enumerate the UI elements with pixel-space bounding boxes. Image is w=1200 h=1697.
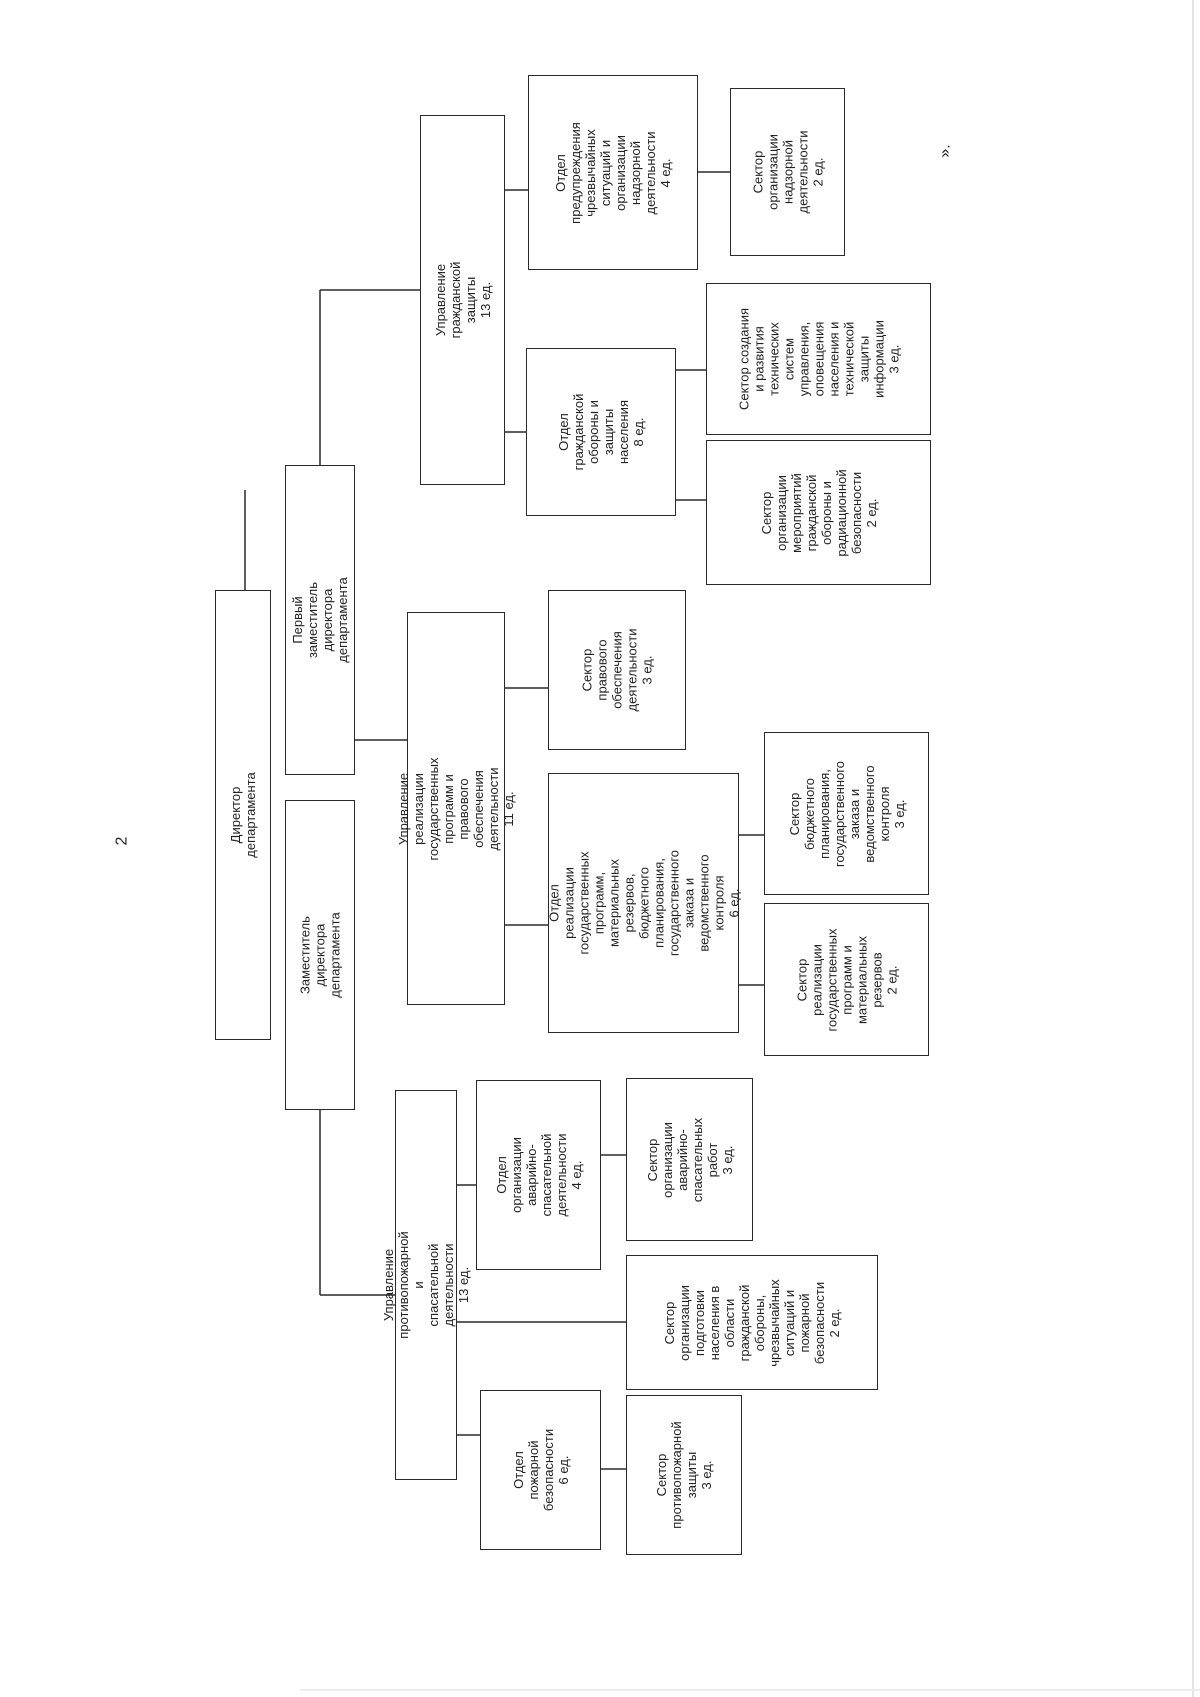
director-box: Директор департамента — [215, 590, 271, 1040]
first-deputy-label: Первый заместитель директора департамент… — [290, 577, 350, 663]
connector-dept-sectors — [739, 834, 764, 986]
civil-events-sector-label: Сектор организации мероприятий гражданск… — [758, 468, 879, 557]
supervision-sector-box: Сектор организации надзорной деятельност… — [730, 88, 845, 256]
scan-edge-right — [1192, 0, 1194, 1697]
civil-protection-label: Управление гражданской защиты 13 ед. — [432, 261, 493, 339]
tech-systems-sector-box: Сектор создания и развития технических с… — [706, 283, 931, 435]
fire-protection-sector-label: Сектор противопожарной защиты 3 ед. — [654, 1421, 714, 1529]
civil-protection-box: Управление гражданской защиты 13 ед. — [420, 115, 505, 485]
prevention-dept-label: Отдел предупреждения чрезвычайных ситуац… — [553, 121, 673, 224]
programs-admin-label: Управление реализации государственных пр… — [396, 757, 516, 860]
supervision-sector-label: Сектор организации надзорной деятельност… — [750, 130, 825, 214]
training-sector-label: Сектор организации подготовки населения … — [662, 1278, 842, 1367]
rescue-sector-label: Сектор организации аварийно- спасательны… — [644, 1117, 735, 1202]
reserves-sector-box: Сектор реализации государственных програ… — [764, 903, 929, 1056]
fire-rescue-admin-label: Управление противопожарной и спасательно… — [381, 1231, 471, 1339]
fire-safety-dept-box: Отдел пожарной безопасности 6 ед. — [480, 1390, 601, 1550]
budget-sector-label: Сектор бюджетного планирования, государс… — [786, 760, 907, 867]
end-mark: ». — [936, 144, 954, 158]
programs-admin-box: Управление реализации государственных пр… — [396, 612, 516, 1005]
prevention-dept-box: Отдел предупреждения чрезвычайных ситуац… — [528, 75, 698, 270]
tech-systems-sector-label: Сектор создания и развития технических с… — [736, 307, 901, 411]
fire-rescue-admin-box: Управление противопожарной и спасательно… — [381, 1090, 471, 1480]
legal-sector-label: Сектор правового обеспечения деятельност… — [579, 628, 655, 712]
connector-defense — [676, 369, 706, 501]
deputy-label: Заместитель директора департамента — [297, 912, 343, 998]
civil-defense-dept-box: Отдел гражданской обороны и защиты насел… — [526, 348, 676, 516]
civil-events-sector-box: Сектор организации мероприятий гражданск… — [706, 440, 931, 585]
budget-sector-box: Сектор бюджетного планирования, государс… — [764, 732, 929, 895]
civil-defense-dept-label: Отдел гражданской обороны и защиты насел… — [556, 393, 646, 471]
first-deputy-box: Первый заместитель директора департамент… — [285, 465, 355, 775]
reserves-sector-label: Сектор реализации государственных програ… — [794, 928, 899, 1031]
legal-sector-box: Сектор правового обеспечения деятельност… — [548, 590, 686, 750]
training-sector-box: Сектор организации подготовки населения … — [626, 1255, 878, 1390]
scan-edge-bottom — [300, 1689, 1200, 1691]
page-number: 2 — [113, 836, 131, 846]
programs-dept-label: Отдел реализации государственных програм… — [546, 849, 741, 957]
director-label: Директор департамента — [228, 772, 258, 858]
fire-protection-sector-box: Сектор противопожарной защиты 3 ед. — [626, 1395, 742, 1555]
fire-safety-dept-label: Отдел пожарной безопасности 6 ед. — [510, 1428, 571, 1512]
rescue-dept-label: Отдел организации аварийно- спасательной… — [493, 1133, 584, 1217]
deputy-box: Заместитель директора департамента — [285, 800, 355, 1110]
connector-fire — [457, 1184, 626, 1436]
rescue-sector-box: Сектор организации аварийно- спасательны… — [626, 1078, 753, 1241]
programs-dept-box: Отдел реализации государственных програм… — [546, 773, 741, 1033]
rescue-dept-box: Отдел организации аварийно- спасательной… — [476, 1080, 601, 1270]
